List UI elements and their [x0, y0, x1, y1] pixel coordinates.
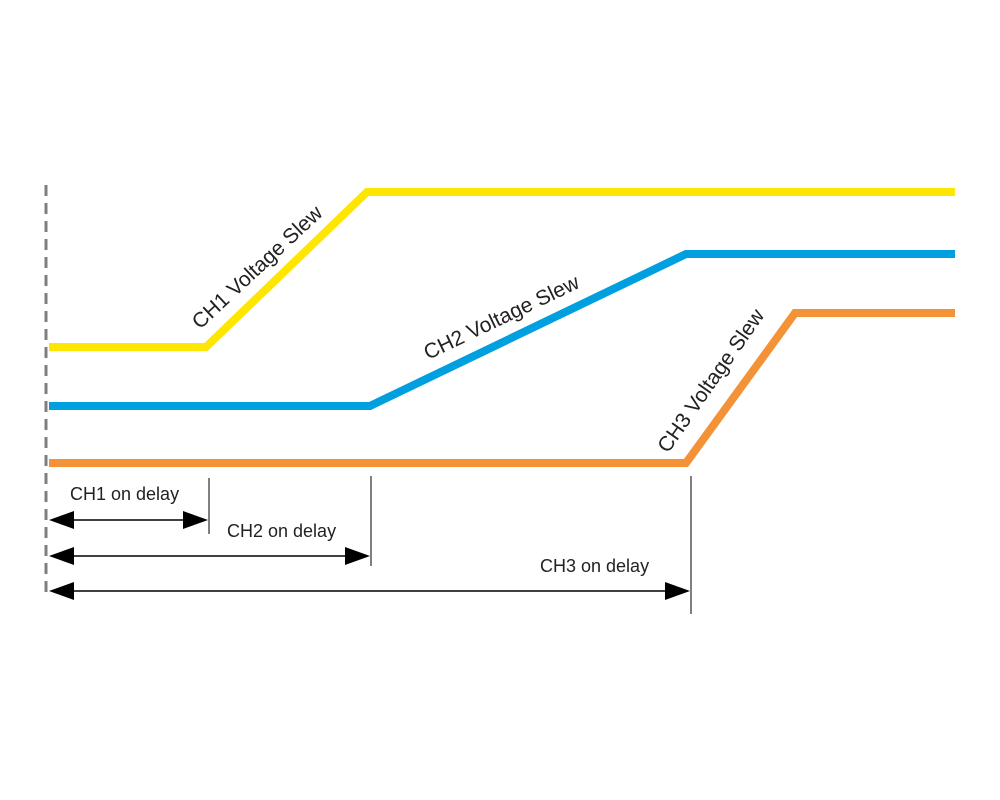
ch1-delay-arrow-right-head — [183, 511, 208, 529]
ch2-voltage-trace — [49, 250, 955, 410]
ch3-voltage-trace — [49, 309, 955, 467]
ch3-delay-label: CH3 on delay — [540, 556, 649, 576]
ch2-delay-arrow-left-head — [49, 547, 74, 565]
ch1-delay-label: CH1 on delay — [70, 484, 179, 504]
ch1-voltage-trace — [49, 188, 955, 351]
ch3-delay-arrow-right-head — [665, 582, 690, 600]
ch2-delay-label: CH2 on delay — [227, 521, 336, 541]
ch1-slew-label: CH1 Voltage Slew — [188, 201, 328, 334]
ch3-delay-arrow-left-head — [49, 582, 74, 600]
ch2-delay-arrow — [49, 547, 370, 565]
ch1-delay-arrow-left-head — [49, 511, 74, 529]
ch2-delay-arrow-right-head — [345, 547, 370, 565]
ch1-delay-arrow — [49, 511, 208, 529]
ch3-delay-arrow — [49, 582, 690, 600]
